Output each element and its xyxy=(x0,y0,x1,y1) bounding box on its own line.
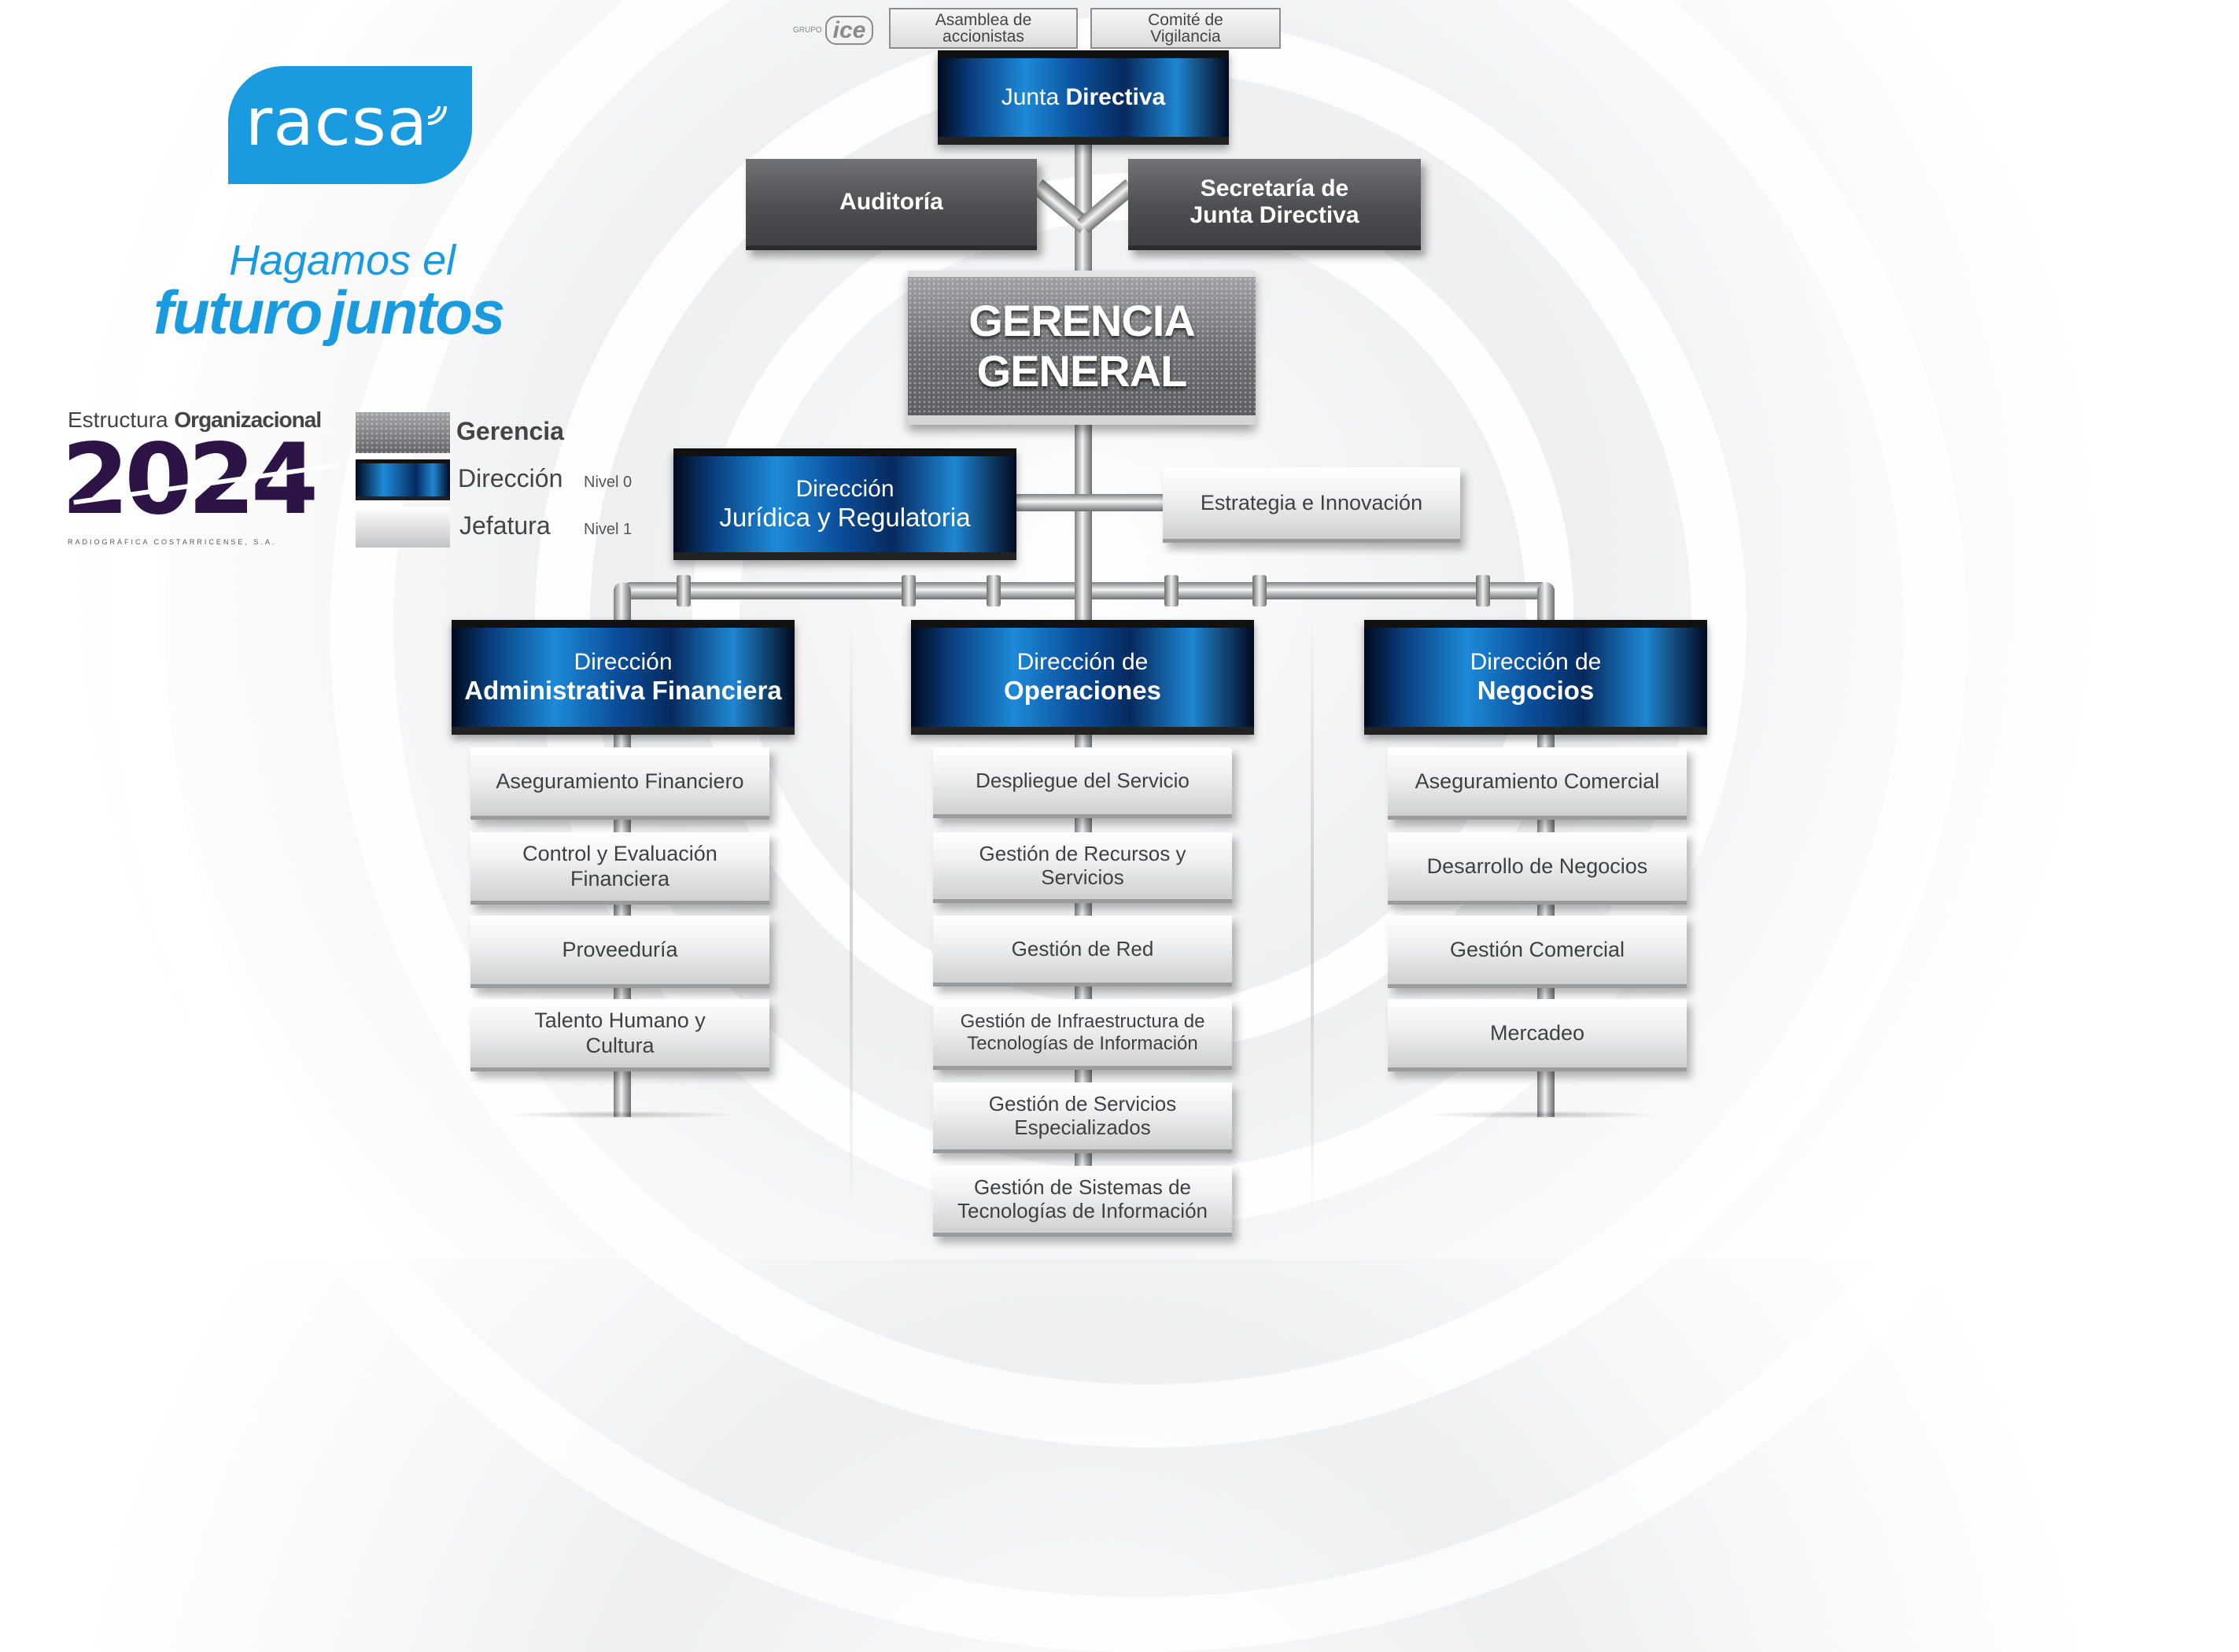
node-direccion-administrativa[interactable]: Dirección Administrativa Financiera xyxy=(452,620,795,735)
column-title-line2: Negocios xyxy=(1477,676,1595,706)
unit-aseguramiento-financiero[interactable]: Aseguramiento Financiero xyxy=(470,747,769,820)
racsa-logo-text: racsa xyxy=(245,83,429,160)
base-shadow xyxy=(1424,1111,1660,1119)
separator-line xyxy=(850,614,853,1219)
unit-infraestructura-ti[interactable]: Gestión de Infraestructura de Tecnología… xyxy=(933,999,1232,1070)
node-gerencia-general[interactable]: GERENCIA GENERAL xyxy=(908,271,1256,425)
node-estrategia-label: Estrategia e Innovación xyxy=(1200,490,1423,514)
connector-col1 xyxy=(614,582,631,625)
ice-small-text: GRUPO xyxy=(793,25,822,35)
column-title-line1: Dirección xyxy=(574,648,673,675)
signal-waves-icon xyxy=(428,105,448,125)
estructura-light: Estructura xyxy=(68,407,168,432)
unit-label: Gestión de Servicios Especializados xyxy=(988,1091,1177,1139)
connector-estrategia xyxy=(1084,494,1163,511)
unit-gestion-comercial[interactable]: Gestión Comercial xyxy=(1388,916,1687,988)
unit-label: Gestión de Recursos y Servicios xyxy=(979,841,1186,889)
unit-talento-humano[interactable]: Talento Humano y Cultura xyxy=(470,999,769,1071)
node-secretaria[interactable]: Secretaría de Junta Directiva xyxy=(1128,159,1421,250)
unit-recursos-servicios[interactable]: Gestión de Recursos y Servicios xyxy=(933,832,1232,903)
legend: Gerencia Dirección Nivel 0 Jefatura Nive… xyxy=(356,411,655,552)
node-secretaria-label: Secretaría de Junta Directiva xyxy=(1190,175,1359,229)
separator-line xyxy=(1311,614,1314,1219)
unit-desarrollo-negocios[interactable]: Desarrollo de Negocios xyxy=(1388,832,1687,905)
node-asamblea-label: Asamblea de accionistas xyxy=(935,11,1032,46)
tagline-together: juntos xyxy=(329,278,505,347)
node-direccion-operaciones[interactable]: Dirección de Operaciones xyxy=(911,620,1254,735)
unit-label: Gestión de Red xyxy=(1011,936,1154,961)
estructura-title: Estructura Organizacional xyxy=(68,407,351,433)
unit-despliegue[interactable]: Despliegue del Servicio xyxy=(933,747,1232,818)
connector-juridica xyxy=(1015,494,1086,511)
unit-label: Gestión de Infraestructura de Tecnología… xyxy=(960,1010,1205,1054)
unit-label: Proveeduría xyxy=(562,937,678,961)
node-junta-bold: Directiva xyxy=(1065,83,1166,110)
node-gerencia-label: GERENCIA GENERAL xyxy=(968,295,1196,396)
node-direccion-negocios[interactable]: Dirección de Negocios xyxy=(1364,620,1707,735)
unit-control-evaluacion[interactable]: Control y Evaluación Financiera xyxy=(470,832,769,905)
company-fine-print: RADIOGRÁFICA COSTARRICENSE, S.A. xyxy=(68,538,277,546)
node-junta-directiva[interactable]: Junta Directiva xyxy=(938,50,1229,145)
node-juridica-line2: Jurídica y Regulatoria xyxy=(719,503,971,533)
column-title-line1: Dirección de xyxy=(1470,648,1602,675)
unit-proveeduria[interactable]: Proveeduría xyxy=(470,916,769,988)
column-title-line2: Administrativa Financiera xyxy=(464,676,782,706)
legend-swatch-direccion xyxy=(356,459,450,500)
unit-label: Despliegue del Servicio xyxy=(976,768,1190,792)
node-auditoria[interactable]: Auditoría xyxy=(746,159,1037,250)
node-auditoria-label: Auditoría xyxy=(839,188,943,215)
pipe-joint xyxy=(902,575,916,607)
node-estrategia[interactable]: Estrategia e Innovación xyxy=(1163,467,1460,543)
unit-label: Aseguramiento Comercial xyxy=(1415,769,1660,793)
column-title-line2: Operaciones xyxy=(1004,676,1161,706)
racsa-logo: racsa xyxy=(228,66,472,184)
base-shadow xyxy=(503,1111,740,1119)
unit-label: Gestión de Sistemas de Tecnologías de In… xyxy=(957,1174,1208,1222)
unit-label: Desarrollo de Negocios xyxy=(1426,854,1648,878)
estructura-bold: Organizacional xyxy=(174,407,322,432)
pipe-joint xyxy=(987,575,1001,607)
column-title-line1: Dirección de xyxy=(1016,648,1149,675)
unit-gestion-red[interactable]: Gestión de Red xyxy=(933,916,1232,986)
tagline-future: futuro xyxy=(153,278,323,347)
node-comite-label: Comité de Vigilancia xyxy=(1148,11,1223,46)
node-asamblea[interactable]: Asamblea de accionistas xyxy=(889,8,1078,49)
connector-col3 xyxy=(1537,582,1555,625)
unit-label: Talento Humano y Cultura xyxy=(534,1009,706,1057)
unit-mercadeo[interactable]: Mercadeo xyxy=(1388,999,1687,1071)
unit-aseguramiento-comercial[interactable]: Aseguramiento Comercial xyxy=(1388,747,1687,820)
legend-swatch-gerencia xyxy=(356,412,450,453)
connector-col2 xyxy=(1075,582,1092,625)
unit-servicios-especializados[interactable]: Gestión de Servicios Especializados xyxy=(933,1082,1232,1153)
node-juridica-line1: Dirección xyxy=(795,475,894,502)
unit-sistemas-ti[interactable]: Gestión de Sistemas de Tecnologías de In… xyxy=(933,1166,1232,1237)
ice-logo: GRUPO ice xyxy=(793,13,875,47)
unit-label: Aseguramiento Financiero xyxy=(496,769,744,793)
pipe-joint xyxy=(677,575,691,607)
node-junta-light: Junta xyxy=(1001,83,1066,110)
legend-label: Dirección xyxy=(458,464,563,492)
unit-label: Mercadeo xyxy=(1489,1020,1585,1045)
tagline-line1: Hagamos el xyxy=(229,237,456,284)
pipe-joint xyxy=(1164,575,1179,607)
node-comite[interactable]: Comité de Vigilancia xyxy=(1090,8,1281,49)
legend-level: Nivel 0 xyxy=(584,474,633,491)
year-2024: 2024 xyxy=(61,423,319,537)
unit-label: Gestión Comercial xyxy=(1449,937,1625,961)
pipe-joint xyxy=(1252,575,1267,607)
legend-level: Nivel 1 xyxy=(584,521,633,538)
unit-label: Control y Evaluación Financiera xyxy=(522,842,717,891)
legend-swatch-jefatura xyxy=(356,507,450,548)
legend-label: Gerencia xyxy=(456,417,564,445)
pipe-joint xyxy=(1476,575,1490,607)
ice-logo-text: ice xyxy=(824,15,874,45)
legend-label: Jefatura xyxy=(459,511,551,540)
node-direccion-juridica[interactable]: Dirección Jurídica y Regulatoria xyxy=(673,448,1016,560)
